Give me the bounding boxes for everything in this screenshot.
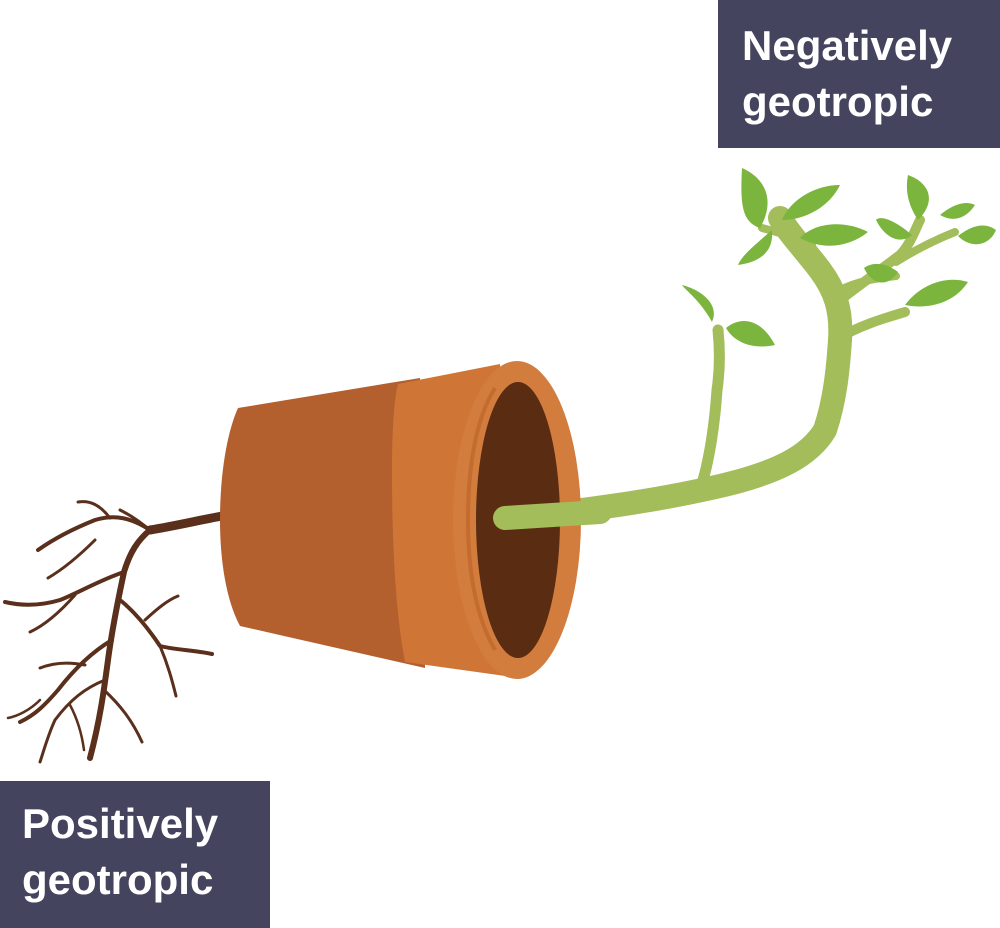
positively-geotropic-label: Positively geotropic — [0, 781, 270, 928]
shoot-icon — [493, 168, 996, 530]
negative-label-line1: Negatively — [742, 22, 953, 69]
roots-icon — [3, 500, 227, 764]
positive-label-line2: geotropic — [22, 856, 214, 903]
negatively-geotropic-label: Negatively geotropic — [718, 0, 1000, 148]
positive-label-line1: Positively — [22, 800, 219, 847]
stem-base — [493, 500, 612, 530]
negative-label-line2: geotropic — [742, 78, 934, 125]
